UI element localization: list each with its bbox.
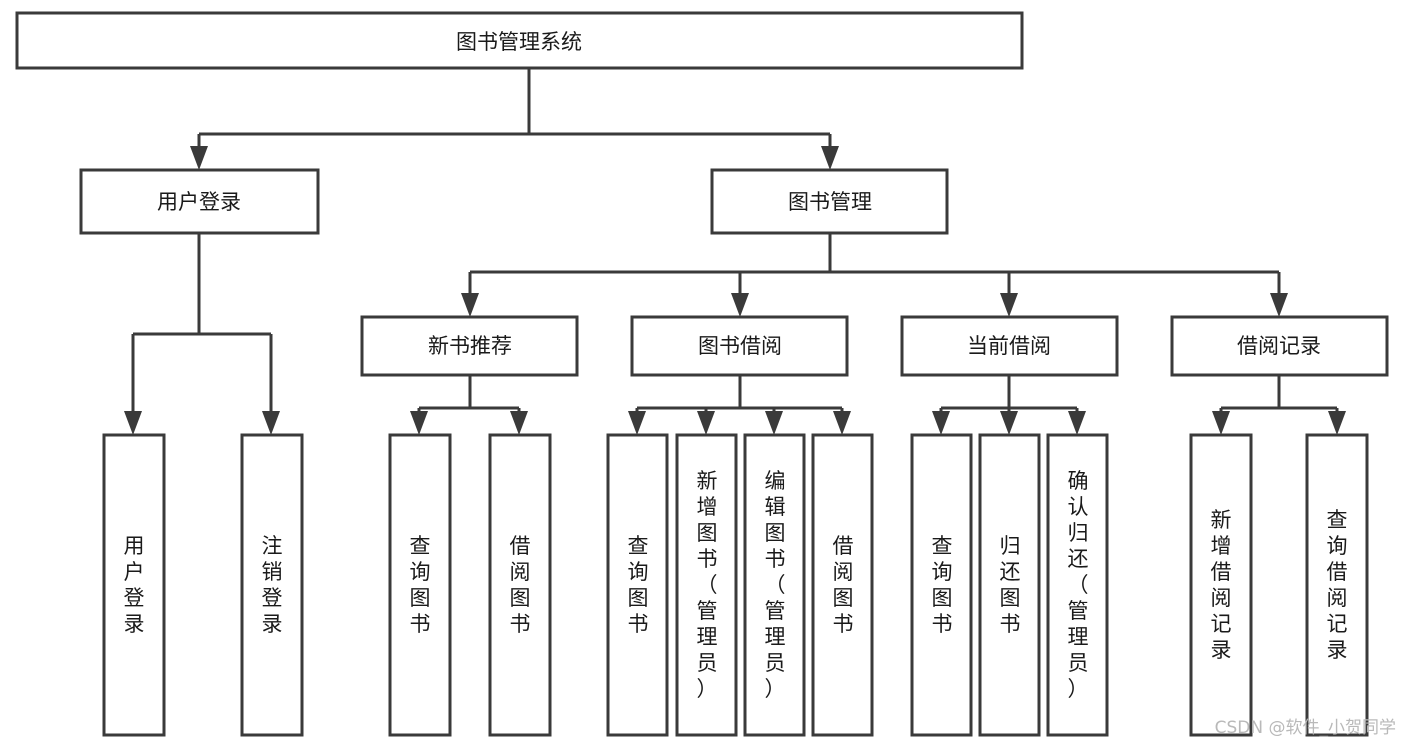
node-label-book-borrow: 图书借阅 xyxy=(698,334,782,358)
connector-group-book-manage xyxy=(461,233,1288,317)
arrow-head-icon xyxy=(1000,411,1018,435)
leaf-label: 查询图书 xyxy=(410,534,431,636)
leaf-node-book-borrow-3[interactable]: 借阅图书 xyxy=(811,433,874,737)
node-label-root-system: 图书管理系统 xyxy=(456,30,582,54)
connector-group-book-borrow xyxy=(628,375,851,435)
arrow-head-icon xyxy=(1328,411,1346,435)
node-box xyxy=(240,433,304,737)
node-box xyxy=(710,168,949,235)
node-box xyxy=(811,433,874,737)
leaf-label: 查询图书 xyxy=(628,534,649,636)
node-box xyxy=(79,168,320,235)
leaf-node-new-book-0[interactable]: 查询图书 xyxy=(388,433,452,737)
csdn-watermark: CSDN @软件_小贺同学 xyxy=(1215,718,1396,738)
node-borrow-record[interactable]: 借阅记录 xyxy=(1170,315,1389,377)
node-box xyxy=(488,433,552,737)
leaf-label: 归还图书 xyxy=(1000,534,1021,636)
node-current-borrow[interactable]: 当前借阅 xyxy=(900,315,1119,377)
leaf-node-book-borrow-1[interactable]: 新增图书（管理员） xyxy=(675,433,738,737)
leaf-label: 查询图书 xyxy=(932,534,953,636)
connector-group-user-login xyxy=(124,233,280,435)
leaf-node-book-borrow-0[interactable]: 查询图书 xyxy=(606,433,669,737)
leaf-node-book-borrow-2[interactable]: 编辑图书（管理员） xyxy=(743,433,806,737)
arrow-head-icon xyxy=(628,411,646,435)
arrow-head-icon xyxy=(1000,293,1018,317)
leaf-label: 查询借阅记录 xyxy=(1327,508,1348,662)
node-box xyxy=(910,433,973,737)
arrow-head-icon xyxy=(410,411,428,435)
leaf-label: 新增图书（管理员） xyxy=(697,469,718,701)
node-box xyxy=(1046,433,1109,737)
connector-group-borrow-record xyxy=(1212,375,1346,435)
node-box xyxy=(675,433,738,737)
node-box xyxy=(978,433,1041,737)
arrow-head-icon xyxy=(833,411,851,435)
leaf-label: 新增借阅记录 xyxy=(1211,508,1232,662)
arrow-head-icon xyxy=(731,293,749,317)
arrow-head-icon xyxy=(1270,293,1288,317)
node-book-borrow[interactable]: 图书借阅 xyxy=(630,315,849,377)
connector-group-root xyxy=(190,68,839,170)
leaf-node-current-borrow-2[interactable]: 确认归还（管理员） xyxy=(1046,433,1109,737)
node-box xyxy=(360,315,579,377)
arrow-head-icon xyxy=(510,411,528,435)
node-user-login[interactable]: 用户登录 xyxy=(79,168,320,235)
node-box xyxy=(606,433,669,737)
arrow-head-icon xyxy=(1068,411,1086,435)
arrow-head-icon xyxy=(821,146,839,170)
node-box xyxy=(388,433,452,737)
node-label-book-management: 图书管理 xyxy=(788,190,872,214)
leaf-node-new-book-1[interactable]: 借阅图书 xyxy=(488,433,552,737)
arrow-head-icon xyxy=(190,146,208,170)
arrow-head-icon xyxy=(461,293,479,317)
node-box xyxy=(102,433,166,737)
node-book-management[interactable]: 图书管理 xyxy=(710,168,949,235)
node-root-system[interactable]: 图书管理系统 xyxy=(15,11,1024,70)
leaf-node-user-login-1[interactable]: 注销登录 xyxy=(240,433,304,737)
arrow-head-icon xyxy=(262,411,280,435)
node-box xyxy=(1189,433,1253,737)
leaf-node-borrow-record-1[interactable]: 查询借阅记录 xyxy=(1305,433,1369,737)
leaf-node-borrow-record-0[interactable]: 新增借阅记录 xyxy=(1189,433,1253,737)
node-label-new-book-recommend: 新书推荐 xyxy=(428,334,512,358)
node-new-book-recommend[interactable]: 新书推荐 xyxy=(360,315,579,377)
node-box xyxy=(1170,315,1389,377)
leaf-label: 用户登录 xyxy=(124,534,145,636)
node-box xyxy=(900,315,1119,377)
arrow-head-icon xyxy=(932,411,950,435)
arrow-head-icon xyxy=(124,411,142,435)
node-box xyxy=(630,315,849,377)
leaf-node-user-login-0[interactable]: 用户登录 xyxy=(102,433,166,737)
leaf-node-current-borrow-1[interactable]: 归还图书 xyxy=(978,433,1041,737)
leaf-label: 编辑图书（管理员） xyxy=(765,469,786,701)
leaf-label: 借阅图书 xyxy=(510,534,531,636)
arrow-head-icon xyxy=(697,411,715,435)
node-box xyxy=(15,11,1024,70)
node-box xyxy=(1305,433,1369,737)
connector-group-current-borrow xyxy=(932,375,1086,435)
node-label-current-borrow: 当前借阅 xyxy=(967,334,1051,358)
node-label-user-login: 用户登录 xyxy=(157,190,241,214)
arrow-head-icon xyxy=(1212,411,1230,435)
leaf-label: 注销登录 xyxy=(262,534,283,636)
connector-group-new-book xyxy=(410,375,528,435)
leaf-label: 确认归还（管理员） xyxy=(1068,469,1089,701)
node-label-borrow-record: 借阅记录 xyxy=(1237,334,1321,358)
leaf-node-current-borrow-0[interactable]: 查询图书 xyxy=(910,433,973,737)
arrow-head-icon xyxy=(765,411,783,435)
node-box xyxy=(743,433,806,737)
leaf-label: 借阅图书 xyxy=(833,534,854,636)
